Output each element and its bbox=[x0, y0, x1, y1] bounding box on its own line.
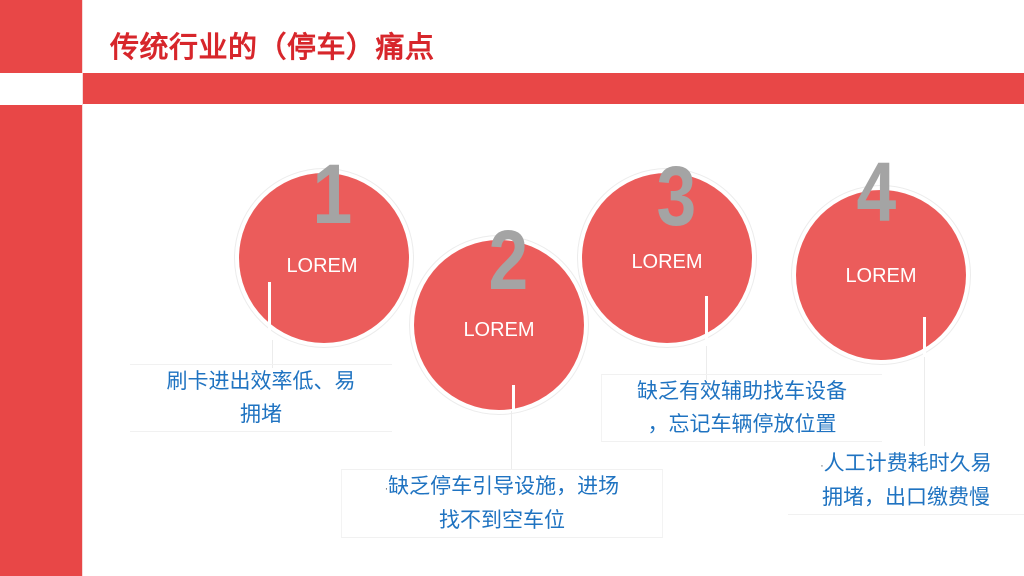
connector-line bbox=[923, 317, 926, 357]
description-text: 缺乏有效辅助找车设备 ，忘记车辆停放位置 bbox=[601, 374, 882, 442]
circle-label: LOREM bbox=[845, 265, 917, 287]
left-accent-bar-bottom bbox=[0, 105, 82, 576]
description-text: .人工计费耗时久易 拥堵，出口缴费慢 bbox=[788, 446, 1024, 515]
left-accent-bar-top bbox=[0, 0, 82, 73]
number-label: 4 bbox=[856, 145, 897, 239]
circle: LOREM bbox=[414, 240, 584, 410]
circle-label: LOREM bbox=[463, 319, 535, 341]
circle: LOREM bbox=[796, 190, 966, 360]
connector-line-ghost bbox=[706, 346, 707, 380]
connector-line bbox=[705, 296, 708, 346]
header-accent-band bbox=[83, 73, 1024, 104]
circle: LOREM bbox=[239, 173, 409, 343]
connector-line-ghost bbox=[924, 357, 925, 447]
connector-line bbox=[512, 385, 515, 411]
number-label: 2 bbox=[488, 213, 529, 307]
description-text: 刷卡进出效率低、易 拥堵 bbox=[130, 364, 392, 432]
connector-line-ghost bbox=[511, 411, 512, 469]
number-label: 1 bbox=[312, 147, 353, 241]
slide-title: 传统行业的（停车）痛点 bbox=[110, 30, 435, 64]
circle: LOREM bbox=[582, 173, 752, 343]
circle-label: LOREM bbox=[286, 255, 358, 277]
circle-label: LOREM bbox=[631, 251, 703, 273]
connector-line bbox=[268, 282, 271, 340]
number-label: 3 bbox=[656, 149, 697, 243]
bullet-dot: . bbox=[820, 458, 824, 470]
vertical-divider bbox=[82, 0, 83, 576]
bullet-dot: . bbox=[384, 481, 389, 493]
description-text: .缺乏停车引导设施，进场 找不到空车位 bbox=[341, 469, 663, 538]
connector-line-ghost bbox=[272, 340, 273, 368]
